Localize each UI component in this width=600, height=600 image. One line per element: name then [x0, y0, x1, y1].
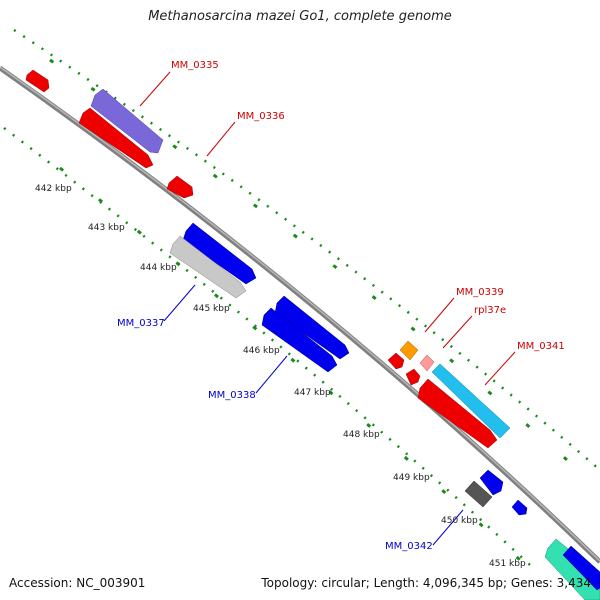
gene-labels: MM_0335 MM_0336 MM_0337 MM_0338 MM_0339 …: [117, 60, 565, 552]
label-mm0336: MM_0336: [237, 111, 285, 122]
gene-blue-small-arrow: [479, 469, 504, 496]
gene-mm0341-bar: [431, 363, 511, 439]
leader-mm0335: [139, 71, 171, 107]
gene-teal-bar: [544, 538, 600, 600]
leader-mm0339: [424, 297, 455, 333]
leader-mm0336: [206, 121, 236, 157]
gene-arrow-small-2: [166, 175, 194, 199]
genome-backbone-highlight: [0, 66, 600, 562]
leader-mm0341: [484, 351, 516, 386]
gene-small-red-2: [405, 368, 421, 386]
gene-mm0339-box: [399, 340, 419, 361]
label-mm0341: MM_0341: [517, 341, 565, 352]
kbp-label: 443 kbp: [88, 223, 125, 233]
gene-mm0337-gray-bar: [169, 235, 247, 299]
gene-red-long-bar: [417, 378, 498, 449]
gene-blue-tiny: [511, 499, 528, 516]
genome-summary-text: Topology: circular; Length: 4,096,345 bp…: [261, 576, 591, 590]
leader-mm0338: [255, 355, 288, 394]
kbp-labels: 442 kbp 443 kbp 444 kbp 445 kbp 446 kbp …: [35, 184, 526, 569]
label-mm0337: MM_0337: [117, 318, 165, 329]
kbp-label: 444 kbp: [140, 263, 177, 273]
gene-rpl37e-box: [419, 354, 435, 372]
label-mm0339: MM_0339: [456, 287, 504, 298]
label-mm0338: MM_0338: [208, 390, 256, 401]
gene-blue-edge-bar: [562, 545, 600, 591]
leader-mm0342: [432, 509, 464, 546]
kbp-label: 445 kbp: [193, 304, 230, 314]
kbp-label: 448 kbp: [343, 430, 380, 440]
label-leaders: [139, 71, 516, 546]
genes-reverse: [169, 222, 600, 600]
kbp-label: 447 kbp: [294, 388, 331, 398]
leader-rpl37e: [442, 315, 473, 349]
kbp-label: 446 kbp: [243, 346, 280, 356]
leader-mm0337: [163, 284, 196, 322]
gene-mm0336-bar: [78, 107, 154, 169]
genes-forward: [25, 69, 528, 516]
label-mm0342: MM_0342: [385, 541, 433, 552]
gene-mm0338-bar-2: [261, 307, 338, 373]
map-title: Methanosarcina mazei Go1, complete genom…: [148, 9, 452, 24]
kbp-label: 450 kbp: [441, 516, 478, 526]
label-rpl37e: rpl37e: [474, 305, 506, 316]
label-mm0335: MM_0335: [171, 60, 219, 71]
gene-arrow-mm0335-small: [25, 69, 50, 93]
gene-small-red-1: [387, 352, 405, 370]
kbp-label: 442 kbp: [35, 184, 72, 194]
gene-dark-box: [464, 480, 493, 508]
accession-text: Accession: NC_003901: [9, 576, 146, 590]
kbp-label: 451 kbp: [489, 559, 526, 569]
gene-mm0335-bar: [90, 88, 164, 154]
kbp-label: 449 kbp: [393, 473, 430, 483]
